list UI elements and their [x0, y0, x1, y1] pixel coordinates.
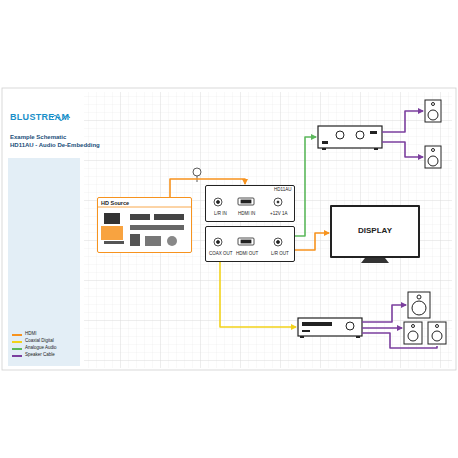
speaker-wire	[362, 333, 437, 348]
box-title: HD Source	[101, 200, 129, 206]
speakers	[404, 100, 446, 344]
legend-swatch	[12, 355, 22, 357]
diagram-caption: HD11AU - Audio De-Embedding	[10, 142, 100, 149]
sidebar	[8, 158, 80, 366]
hdmi-connector	[295, 233, 329, 250]
diagram-title: Example Schematic	[10, 134, 66, 141]
port-label: +12V 1A	[270, 212, 287, 217]
analogue-wire	[295, 137, 316, 236]
model-label: HD11AU	[274, 188, 291, 193]
port-label: HDMI IN	[238, 212, 255, 217]
device-box: HD11AU L/R IN HDMI IN +12V 1A	[205, 185, 295, 222]
port-label: COAX OUT	[209, 252, 233, 257]
legend-text: Coaxial Digital	[25, 339, 54, 344]
display-label: DISPLAY	[358, 227, 392, 236]
unit-fill	[205, 185, 295, 222]
port-label: HDMI OUT	[236, 252, 258, 257]
speaker-wire	[362, 327, 402, 329]
source-devices	[101, 213, 184, 246]
source-box: HD Source	[97, 197, 192, 253]
legend-text: Analogue Audio	[25, 346, 57, 351]
port-label: L/R OUT	[271, 252, 289, 257]
frame	[2, 88, 456, 370]
ports	[214, 198, 282, 246]
speaker-wire	[362, 305, 406, 322]
device-box: COAX OUTHDMI OUT L/R OUT	[205, 226, 295, 262]
display-box: DISPLAY	[330, 205, 420, 258]
brand-logo: BLUSTREAM	[10, 113, 69, 123]
grid	[84, 92, 452, 368]
legend-text: HDMI	[25, 332, 37, 337]
av-receiver	[298, 318, 362, 338]
unit-fill	[205, 226, 295, 262]
legend-swatch	[12, 334, 22, 336]
source-fill	[97, 197, 192, 253]
port-label: L/R IN	[214, 212, 227, 217]
hdmi-connector	[170, 179, 245, 197]
coax-wire	[220, 262, 296, 327]
source-header-line	[97, 207, 192, 208]
legend-text: Speaker Cable	[25, 353, 55, 358]
legend-swatch	[12, 341, 22, 343]
speaker-wire	[382, 142, 423, 157]
display-stand	[361, 258, 389, 263]
display-fill	[330, 205, 420, 258]
legend-swatch	[12, 348, 22, 350]
amplifier	[318, 126, 382, 150]
power-connector	[193, 168, 201, 176]
speaker-wire	[382, 111, 423, 132]
